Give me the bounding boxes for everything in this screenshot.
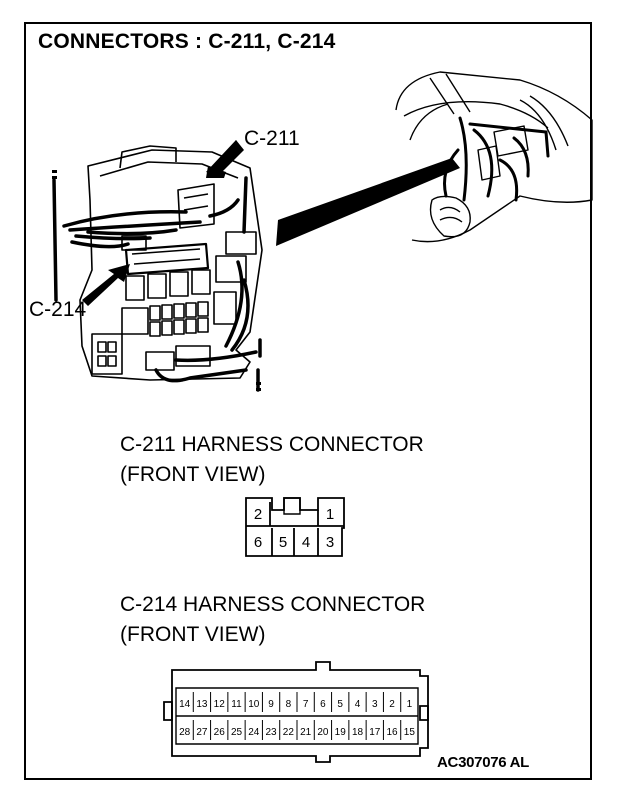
c214-pin-label: 20	[317, 727, 329, 738]
c214-pin-label: 7	[303, 699, 309, 710]
diagram-frame	[24, 22, 592, 780]
c214-connector-face	[163, 661, 429, 763]
c214-pin-label: 9	[268, 699, 274, 710]
c211-callout-label: C-211	[244, 127, 300, 150]
c214-pin-label: 1	[407, 699, 413, 710]
c214-pin-label: 23	[266, 727, 278, 738]
c211-pin-label: 4	[302, 534, 310, 551]
c211-pin-label: 3	[326, 534, 334, 551]
c214-pin-label: 25	[231, 727, 243, 738]
c214-pin-label: 22	[283, 727, 295, 738]
c214-view-label: (FRONT VIEW)	[120, 623, 266, 646]
c214-pin-label: 17	[369, 727, 381, 738]
c211-heading-line: C-211 HARNESS CONNECTOR	[120, 433, 424, 456]
c214-pin-label: 26	[214, 727, 226, 738]
c214-pin-label: 19	[335, 727, 347, 738]
c214-connector-heading: C-214 HARNESS CONNECTOR (FRONT VIEW)	[120, 590, 425, 650]
c214-pin-label: 5	[337, 699, 343, 710]
c214-pin-label: 2	[389, 699, 395, 710]
c214-pin-label: 28	[179, 727, 191, 738]
c214-pin-label: 18	[352, 727, 364, 738]
c214-pin-label: 11	[231, 699, 242, 710]
c211-pin-label: 6	[254, 534, 262, 551]
c214-pin-label: 8	[286, 699, 292, 710]
c211-pin-label: 2	[254, 506, 262, 523]
c214-pin-label: 4	[355, 699, 361, 710]
c214-pin-label: 24	[248, 727, 260, 738]
c214-pin-label: 10	[248, 699, 260, 710]
c214-pin-label: 13	[196, 699, 208, 710]
c214-pin-label: 14	[179, 699, 191, 710]
c211-pin-label: 5	[279, 534, 287, 551]
c211-connector-face	[245, 497, 345, 557]
c211-view-label: (FRONT VIEW)	[120, 463, 266, 486]
c214-heading-line: C-214 HARNESS CONNECTOR	[120, 593, 426, 616]
c214-pin-label: 15	[404, 727, 416, 738]
figure-code: AC307076 AL	[437, 754, 530, 771]
c214-pin-label: 21	[300, 727, 312, 738]
c214-pin-label: 12	[214, 699, 226, 710]
c211-connector-heading: C-211 HARNESS CONNECTOR (FRONT VIEW)	[120, 430, 424, 490]
c211-pin-label: 1	[326, 506, 334, 523]
diagram-title: CONNECTORS : C-211, C-214	[38, 30, 336, 53]
c214-pin-label: 16	[387, 727, 399, 738]
c214-pin-label: 3	[372, 699, 378, 710]
c214-callout-label: C-214	[29, 298, 87, 321]
c214-pin-label: 6	[320, 699, 326, 710]
c214-pin-label: 27	[196, 727, 208, 738]
